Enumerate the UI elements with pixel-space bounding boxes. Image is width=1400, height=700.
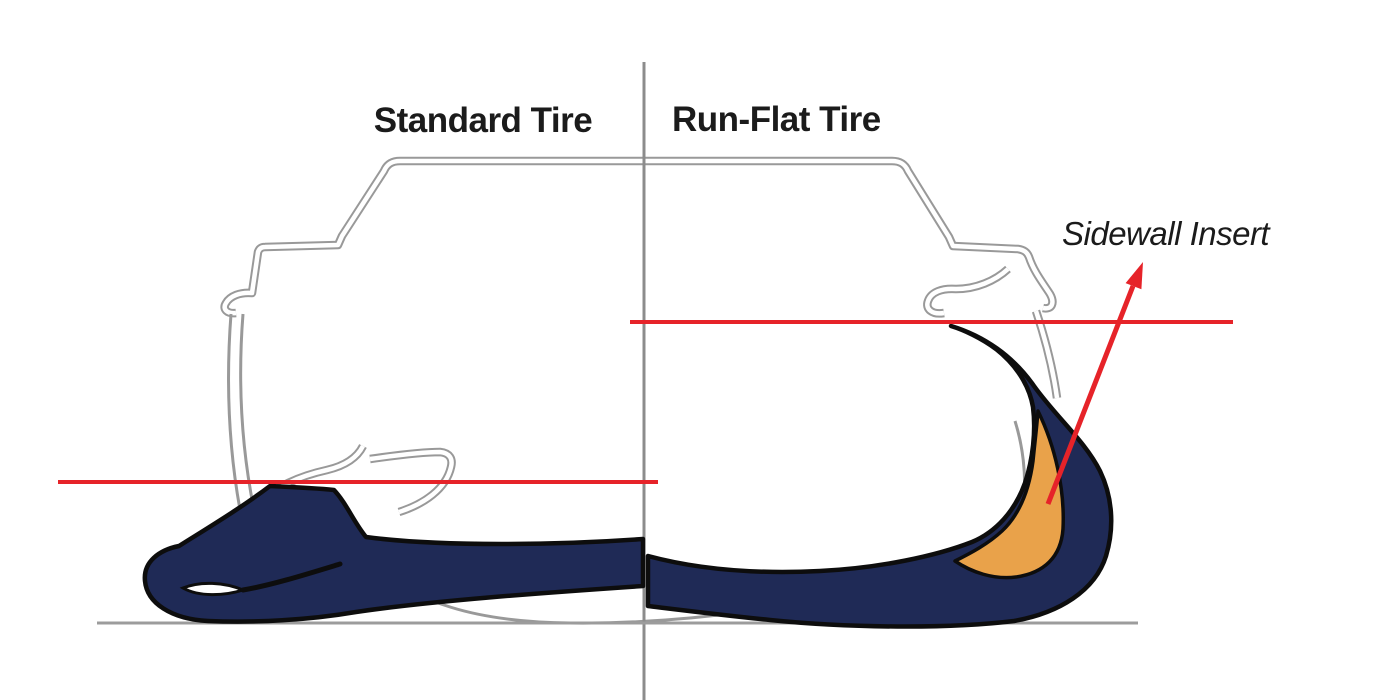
standard-tire-body [142, 483, 646, 624]
standard-tire-deflated-shape [142, 483, 646, 624]
runflat-tire-deflated-shape [645, 323, 1114, 629]
sidewall-insert-arrow [1045, 262, 1143, 505]
standard-tire-label: Standard Tire [374, 101, 593, 140]
runflat-tire-label: Run-Flat Tire [672, 100, 881, 139]
standard-tire-fold-crease [240, 561, 343, 593]
sidewall-insert-shape [953, 409, 1066, 580]
arrowhead-icon [1125, 262, 1143, 290]
sidewall-insert-label: Sidewall Insert [1062, 215, 1271, 252]
